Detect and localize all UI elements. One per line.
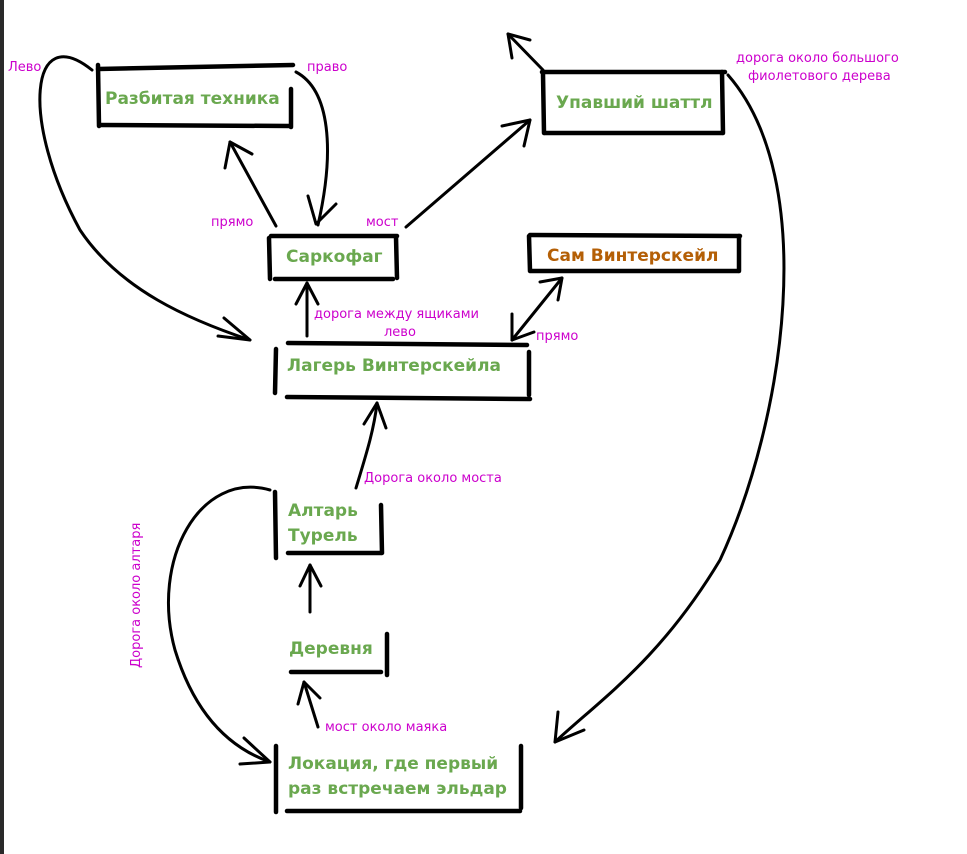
label-straight-camp: прямо [536,329,578,344]
label-between-boxes: дорога между ящиками [314,307,479,322]
arrow-left-loop [38,55,252,342]
arrow-eldar-to-village [296,680,322,729]
label-bridge: мост [366,215,399,230]
box-village [288,631,390,678]
node-broken-tech: Разбитая техника [105,89,280,109]
label-left-top: Лево [8,60,41,75]
label-left-camp: лево [384,325,416,340]
node-winterskale-camp: Лагерь Винтерскейла [287,356,501,376]
arrow-altar-to-eldar [166,485,272,766]
arrow-sarcophagus-to-tech [223,140,278,228]
arrow-village-to-altar [298,563,323,614]
box-winterskale-camp [272,340,533,402]
label-straight-sarc: прямо [211,215,253,230]
node-village: Деревня [289,639,373,659]
arrow-altar-to-camp [354,401,388,490]
node-sarcophagus: Саркофаг [286,247,383,267]
node-altar: Алтарь [288,501,358,521]
label-near-lighthouse: мост около маяка [325,720,447,735]
node-eldar-line2: раз встречаем эльдар [288,779,507,799]
left-border [0,0,4,854]
node-crashed-shuttle: Упавший шаттл [556,93,713,113]
arrow-right-to-sarcophagus [294,70,338,227]
box-sam-winterskale [526,232,743,274]
node-eldar-line1: Локация, где первый [288,754,498,774]
label-near-altar: Дорога около алтаря [129,523,144,668]
box-altar-turret [272,489,385,561]
box-crashed-shuttle [539,69,728,136]
arrow-shuttle-up [506,32,545,72]
arrow-bridge-to-shuttle [404,118,532,229]
box-sarcophagus [266,233,400,282]
box-eldar-location [273,743,524,815]
label-purple-tree-line2: фиолетового дерева [748,69,891,84]
arrow-shuttle-to-eldar [553,73,786,744]
node-sam-winterskale: Сам Винтерскейл [547,246,718,266]
box-broken-tech [95,62,296,130]
arrow-camp-to-sarcophagus [294,281,320,338]
label-right-top: право [307,60,347,75]
label-purple-tree-line1: дорога около большого [736,51,899,66]
label-near-bridge: Дорога около моста [364,471,502,486]
node-turret: Турель [288,526,358,546]
arrow-camp-sam [510,276,564,342]
